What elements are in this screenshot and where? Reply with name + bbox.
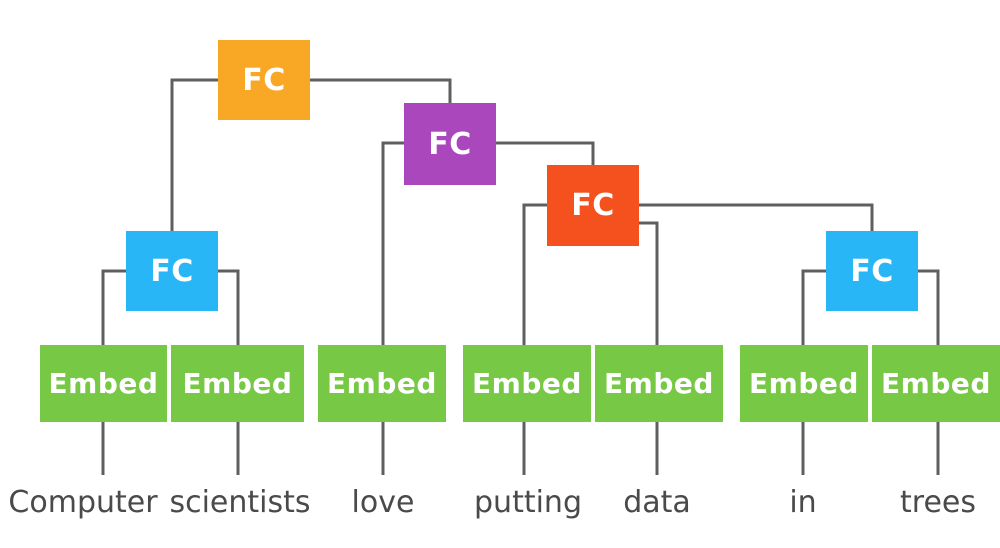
embed-love[interactable]: Embed xyxy=(318,345,446,422)
fc-blue-left[interactable]: FC xyxy=(126,231,218,311)
connector-line xyxy=(522,203,547,345)
fc-blue-right[interactable]: FC xyxy=(826,231,918,311)
embed-in[interactable]: Embed xyxy=(740,345,868,422)
token-love: love xyxy=(351,485,415,520)
connector-line xyxy=(381,141,404,345)
token-computer: Computer xyxy=(8,485,158,520)
connector-line xyxy=(918,269,940,345)
fc-purple[interactable]: FC xyxy=(404,103,496,185)
embed-putting[interactable]: Embed xyxy=(463,345,591,422)
connector-line xyxy=(639,203,874,231)
token-in: in xyxy=(789,485,817,520)
embed-trees[interactable]: Embed xyxy=(872,345,1000,422)
embed-computer[interactable]: Embed xyxy=(40,345,167,422)
connector-line xyxy=(801,269,826,345)
fc-root[interactable]: FC xyxy=(218,40,310,120)
connector-line xyxy=(496,141,595,165)
connector-line xyxy=(218,269,240,345)
embed-scientists[interactable]: Embed xyxy=(171,345,304,422)
connector-line xyxy=(101,269,126,345)
token-trees: trees xyxy=(900,485,976,520)
token-scientists: scientists xyxy=(169,485,311,520)
fc-red[interactable]: FC xyxy=(547,165,639,246)
token-data: data xyxy=(623,485,691,520)
connector-line xyxy=(170,78,218,231)
embed-data[interactable]: Embed xyxy=(595,345,723,422)
connector-line xyxy=(639,221,659,345)
connector-line xyxy=(310,78,452,103)
token-putting: putting xyxy=(474,485,582,520)
